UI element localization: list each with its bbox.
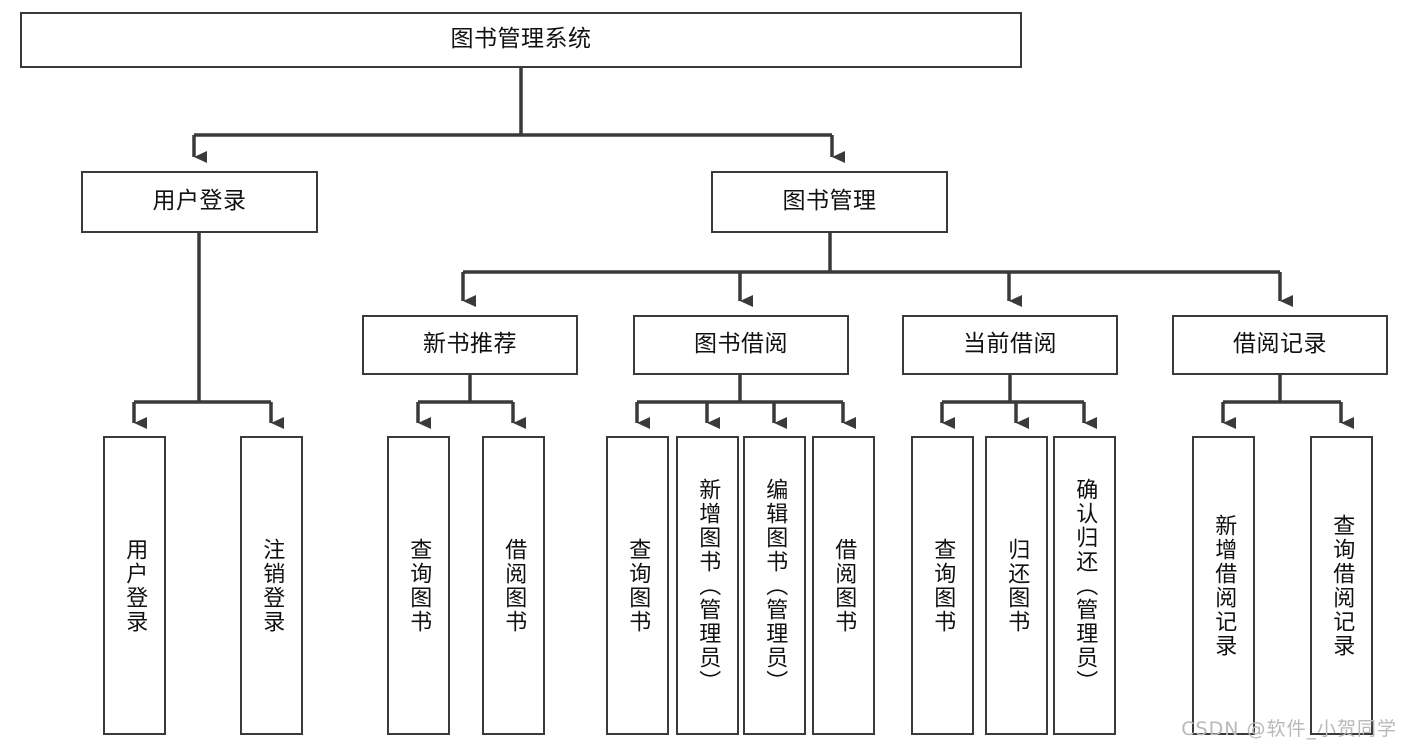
leaf-node-borrow-book[interactable]: 借阅图书: [812, 436, 875, 735]
leaf-node-borrow-book-rec[interactable]: 借阅图书: [482, 436, 545, 735]
node-user-login[interactable]: 用户登录: [81, 171, 318, 233]
leaf-node-add-book-admin[interactable]: 新增图书（管理员）: [676, 436, 739, 735]
node-root-label: 图书管理系统: [450, 26, 592, 53]
leaf-node-query-book-borrow[interactable]: 查询图书: [606, 436, 669, 735]
leaf-node-query-book-cur-label: 查询图书: [930, 537, 956, 634]
leaf-node-query-book-rec-label: 查询图书: [406, 537, 432, 634]
leaf-node-confirm-return-admin[interactable]: 确认归还（管理员）: [1053, 436, 1116, 735]
leaf-node-add-book-admin-label: 新增图书（管理员）: [695, 477, 721, 694]
leaf-node-query-borrow-record[interactable]: 查询借阅记录: [1310, 436, 1373, 735]
node-book-borrow-label: 图书借阅: [694, 331, 788, 358]
leaf-node-confirm-return-admin-label: 确认归还（管理员）: [1072, 477, 1098, 694]
node-root[interactable]: 图书管理系统: [20, 12, 1022, 68]
node-current-borrow[interactable]: 当前借阅: [902, 315, 1118, 375]
node-new-book-recommend-label: 新书推荐: [423, 331, 517, 358]
leaf-node-borrow-book-label: 借阅图书: [831, 537, 857, 634]
leaf-node-add-borrow-record-label: 新增借阅记录: [1211, 513, 1237, 658]
leaf-node-query-book-cur[interactable]: 查询图书: [911, 436, 974, 735]
watermark-text: CSDN @软件_小贺同学: [1181, 718, 1397, 740]
node-book-manage-label: 图书管理: [782, 188, 877, 215]
node-book-borrow[interactable]: 图书借阅: [633, 315, 849, 375]
node-borrow-record-label: 借阅记录: [1233, 331, 1327, 358]
leaf-node-user-logout-label: 注销登录: [259, 537, 285, 634]
leaf-node-user-login-label: 用户登录: [122, 537, 148, 634]
leaf-node-user-login[interactable]: 用户登录: [103, 436, 166, 735]
node-book-manage[interactable]: 图书管理: [711, 171, 948, 233]
leaf-node-user-logout[interactable]: 注销登录: [240, 436, 303, 735]
leaf-node-edit-book-admin[interactable]: 编辑图书（管理员）: [743, 436, 806, 735]
leaf-node-return-book-label: 归还图书: [1004, 537, 1030, 634]
leaf-node-query-borrow-record-label: 查询借阅记录: [1329, 513, 1355, 658]
node-user-login-label: 用户登录: [152, 188, 247, 215]
node-current-borrow-label: 当前借阅: [963, 331, 1057, 358]
leaf-node-edit-book-admin-label: 编辑图书（管理员）: [762, 477, 788, 694]
leaf-node-query-book-rec[interactable]: 查询图书: [387, 436, 450, 735]
leaf-node-borrow-book-rec-label: 借阅图书: [501, 537, 527, 634]
leaf-node-query-book-borrow-label: 查询图书: [625, 537, 651, 634]
node-new-book-recommend[interactable]: 新书推荐: [362, 315, 578, 375]
leaf-node-return-book[interactable]: 归还图书: [985, 436, 1048, 735]
node-borrow-record[interactable]: 借阅记录: [1172, 315, 1388, 375]
leaf-node-add-borrow-record[interactable]: 新增借阅记录: [1192, 436, 1255, 735]
